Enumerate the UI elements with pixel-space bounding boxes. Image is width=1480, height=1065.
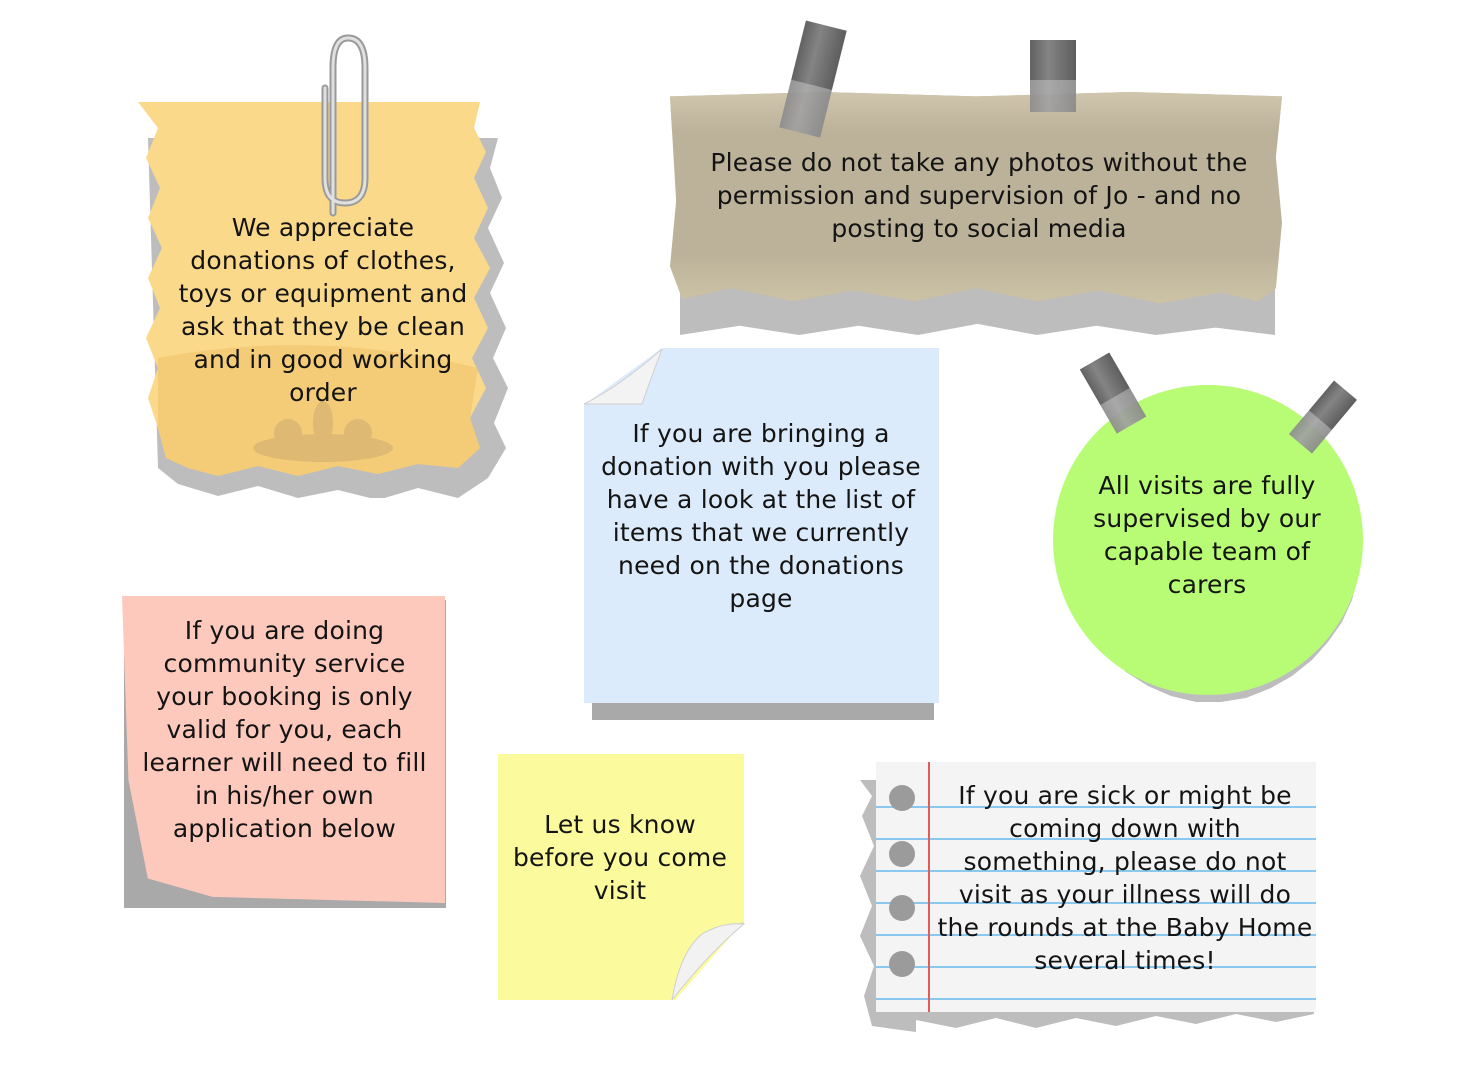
page-curl-icon [671, 922, 746, 1001]
lined-paper [876, 762, 1316, 1012]
note-bringing-donation: If you are bringing a donation with you … [580, 346, 945, 724]
note-community-service: If you are doing community service your … [118, 594, 453, 914]
note-text: Please do not take any photos without th… [710, 147, 1248, 243]
binder-holes [889, 785, 915, 977]
ornament [253, 401, 393, 462]
note-text: All visits are fully supervised by our c… [1093, 471, 1321, 599]
torn-paper [138, 102, 490, 476]
note-donations-quality: We appreciate donations of clothes, toys… [118, 28, 528, 498]
note-photos: Please do not take any photos without th… [668, 10, 1288, 340]
note-sick: If you are sick or might be coming down … [856, 756, 1318, 1032]
note-let-us-know: Let us know before you come visit [496, 752, 750, 1004]
note-text: If you are sick or might be coming down … [937, 781, 1313, 975]
note-text: Let us know before you come visit [512, 809, 728, 905]
note-supervised: All visits are fully supervised by our c… [1046, 352, 1376, 720]
note-text: If you are doing community service your … [142, 615, 427, 843]
tape-right [1030, 40, 1076, 112]
margin-line [928, 762, 930, 1012]
blue-paper [584, 348, 939, 703]
note-text: We appreciate donations of clothes, toys… [178, 213, 468, 407]
pink-paper [122, 596, 445, 903]
green-circle [1053, 385, 1363, 695]
paperclip-icon [321, 34, 369, 217]
note-text: If you are bringing a donation with you … [601, 419, 921, 613]
page-curl-icon [583, 348, 663, 405]
vintage-paper [670, 92, 1282, 304]
